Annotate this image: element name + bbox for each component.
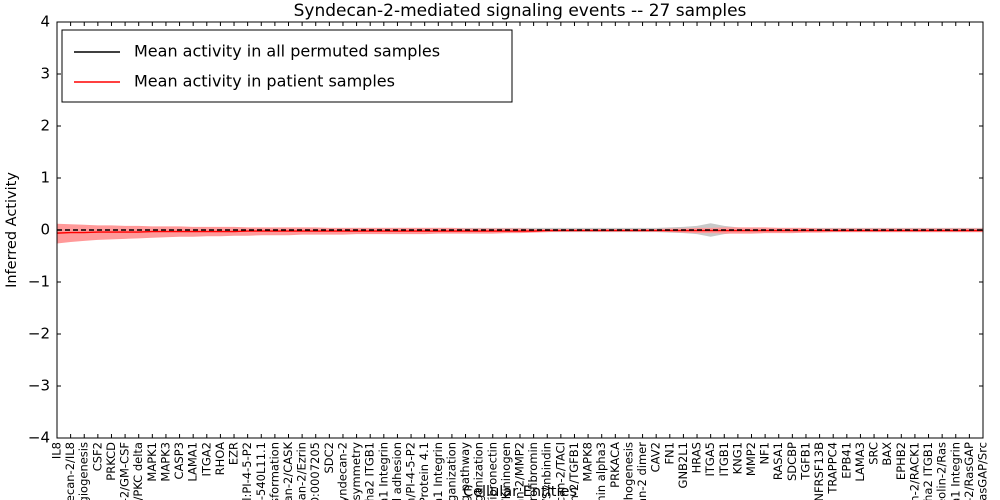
- chart-title: Syndecan-2-mediated signaling events -- …: [294, 1, 747, 21]
- x-tick-label: KNG1: [730, 442, 744, 474]
- x-tick-label: PRKCD: [104, 442, 118, 481]
- x-tick-label: Syndecan-2/alpha2/beta1 Integrin: [431, 442, 445, 500]
- x-tick-label: dendrite morphogenesis: [621, 442, 635, 500]
- x-tick-label: alpha2 ITGB1: [363, 442, 377, 500]
- x-tick-label: Syndecan-2/Caveolin-2/Ras: [935, 442, 949, 500]
- x-tick-label: EPB41: [839, 442, 853, 479]
- x-tick-label: Syndecan-2 dimer: [635, 442, 649, 500]
- x-tick-label: FGFR/FGF/Syndecan-2: [335, 442, 349, 500]
- y-tick-label: 4: [40, 13, 50, 31]
- x-tick-label: BAX: [880, 442, 894, 466]
- y-axis-title: Inferred Activity: [4, 172, 20, 288]
- legend-box: [61, 29, 513, 103]
- x-tick-label: MMP2: [744, 442, 758, 476]
- y-tick-label: −1: [28, 273, 50, 291]
- x-tick-label: ITGA5: [703, 442, 717, 477]
- x-tick-label: IL8: [50, 442, 64, 459]
- x-tick-label: determination of left/right symmetry: [349, 442, 363, 500]
- x-tick-label: CAV2: [649, 442, 663, 472]
- x-tick-label: MAPK1: [145, 442, 159, 482]
- x-tick-label: Syndecan-2/PKC delta: [131, 442, 145, 500]
- y-tick-label: 3: [40, 65, 50, 83]
- x-tick-label: Syndecan-2/TGFB1: [567, 442, 581, 500]
- x-tick-label: calcineurin-NFAT signaling pathway: [458, 442, 472, 500]
- x-tick-label: DNA mediated transformation: [267, 442, 281, 500]
- y-tick-label: 2: [40, 117, 50, 135]
- x-tick-label: EZR: [227, 442, 241, 465]
- patient-std-band: [57, 223, 983, 244]
- x-tick-label: PRKACA: [608, 442, 622, 488]
- x-tick-label: MAPK8: [581, 442, 595, 482]
- legend-label-patient: Mean activity in patient samples: [134, 72, 395, 91]
- x-tick-label: HRAS: [690, 442, 704, 473]
- x-tick-label: Syndecan-2/RACK1: [907, 442, 921, 500]
- x-tick-label: Syndecan-2/TACI: [553, 442, 567, 500]
- x-tick-label: Syndecan-2/Neurofibromin: [526, 442, 540, 500]
- x-tick-label: mol:PI-4-5-P2: [240, 442, 254, 500]
- x-tick-label: NF1: [758, 442, 772, 465]
- x-tick-label: ITGB1: [717, 442, 731, 477]
- y-tick-label: 1: [40, 169, 50, 187]
- x-tick-label: GNB2L1: [676, 442, 690, 488]
- x-tick-label: RASA1: [771, 442, 785, 480]
- x-tick-label: Syndecan-2/IL8: [63, 442, 77, 500]
- x-tick-label: Syndecan-2/Laminin alpha3: [594, 442, 608, 500]
- x-tick-label: Syndecan-2/CASK/Protein 4.1: [417, 442, 431, 500]
- x-tick-label: Syndecan-2/alpha2 ITGB1: [921, 442, 935, 500]
- y-tick-label: −2: [28, 325, 50, 343]
- y-tick-label: −3: [28, 377, 50, 395]
- x-tick-label: TRAPPC4: [826, 442, 840, 495]
- y-tick-label: 0: [40, 221, 50, 239]
- x-tick-label: positive regulation of cell-cell adhesio…: [390, 442, 404, 500]
- x-tick-label: CSF2: [90, 442, 104, 471]
- x-tick-label: SDC2: [322, 442, 336, 474]
- x-tick-label: RHOA: [213, 442, 227, 475]
- x-tick-label: actin cytoskeleton reorganization: [444, 442, 458, 500]
- x-tick-label: LAMA3: [853, 442, 867, 482]
- x-tick-label: extracellular matrix organization: [472, 442, 486, 500]
- x-tick-label: LAMA1: [186, 442, 200, 482]
- x-tick-label: FN1: [662, 442, 676, 465]
- x-tick-label: RP11-540L11.1: [254, 442, 268, 500]
- x-tick-label: Syndecan-2/Ezrin: [295, 442, 309, 500]
- x-tick-label: EPHB2: [894, 442, 908, 480]
- x-tick-label: alpha2/beta1 Integrin: [376, 442, 390, 500]
- x-tick-label: ITGA2: [199, 442, 213, 477]
- legend-label-permuted: Mean activity in all permuted samples: [134, 42, 440, 61]
- x-tick-label: TGFB1: [798, 442, 812, 481]
- x-tick-label: Syndecan-2/Fibronectin: [485, 442, 499, 500]
- x-tick-label: TNFRSF13B: [812, 442, 826, 500]
- x-tick-label: CASP3: [172, 442, 186, 479]
- x-tick-label: GO:0007205: [308, 442, 322, 500]
- x-tick-label: Syndecan-2/Synbindin: [540, 442, 554, 500]
- x-tick-label: Syndecan-2/Kininogen: [499, 442, 513, 500]
- x-tick-label: SRC: [867, 442, 881, 465]
- x-tick-label: angiogenesis: [77, 442, 91, 500]
- x-tick-label: Syndecan-2/CASK: [281, 442, 295, 500]
- x-tick-label: Syndecan-2/GM-CSF: [118, 442, 132, 500]
- y-tick-label: −4: [28, 429, 50, 447]
- x-tick-label: Syndecan-2/Syntenin/PI-4-5-P2: [404, 442, 418, 500]
- x-tick-label: Syndecan-2/MMP2: [513, 442, 527, 500]
- x-tick-label: SDCBP: [785, 442, 799, 481]
- x-tick-label: MAPK3: [158, 442, 172, 482]
- x-tick-label: alpha5/beta1 Integrin: [948, 442, 962, 500]
- x-tick-label: Syndecan-2/RasGAP: [962, 442, 976, 500]
- x-axis-title: Cellular Entities: [463, 484, 577, 500]
- x-tick-label: Syndecan-2/RasGAP/Src: [976, 442, 990, 500]
